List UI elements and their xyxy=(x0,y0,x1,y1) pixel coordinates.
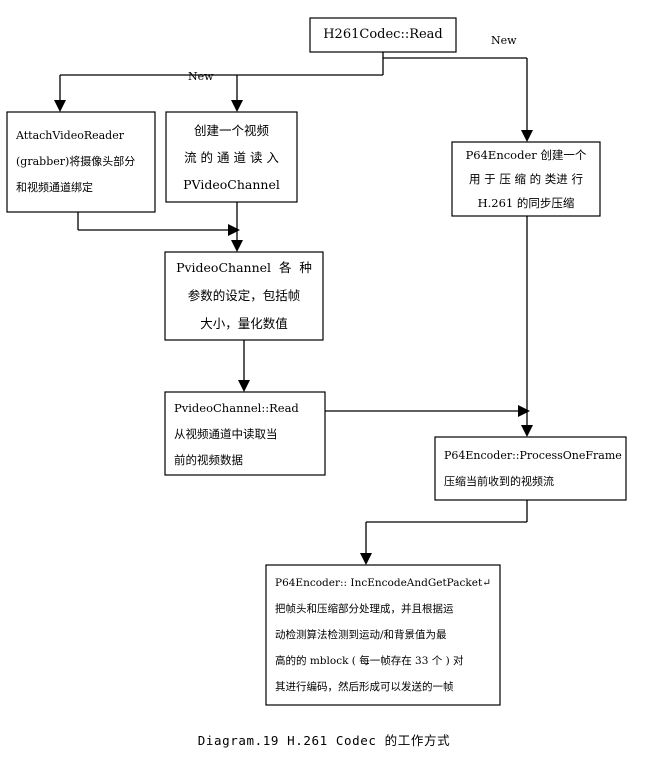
arrowhead-to-create-stream xyxy=(231,100,243,112)
edge-label-new-left: New xyxy=(188,70,214,83)
edge-label-new-right: New xyxy=(491,34,517,47)
arrowhead-to-p64encoder xyxy=(521,130,533,142)
h261-codec-read-box xyxy=(309,17,457,53)
arrowhead-to-channel-read xyxy=(238,380,250,392)
node-rectangles xyxy=(6,17,627,706)
process-one-frame-box xyxy=(434,436,627,501)
arrowhead-to-final xyxy=(360,553,372,565)
p64encoder-create-box xyxy=(451,141,601,217)
pvideochannel-read-box xyxy=(164,391,326,476)
arrowhead-to-params xyxy=(231,240,243,252)
attach-video-reader-box xyxy=(6,111,156,213)
arrowhead-attach-merge xyxy=(228,224,240,236)
arrowhead-read-merge xyxy=(518,405,530,417)
arrowhead-to-process-frame xyxy=(521,425,533,437)
arrowhead-to-attach xyxy=(54,100,66,112)
inc-encode-and-get-packet-box xyxy=(265,564,501,706)
pvideochannel-params-box xyxy=(164,251,324,341)
create-video-stream-box xyxy=(165,111,298,203)
diagram-caption: Diagram.19 H.261 Codec 的工作方式 xyxy=(197,733,451,748)
connectors xyxy=(54,52,533,565)
